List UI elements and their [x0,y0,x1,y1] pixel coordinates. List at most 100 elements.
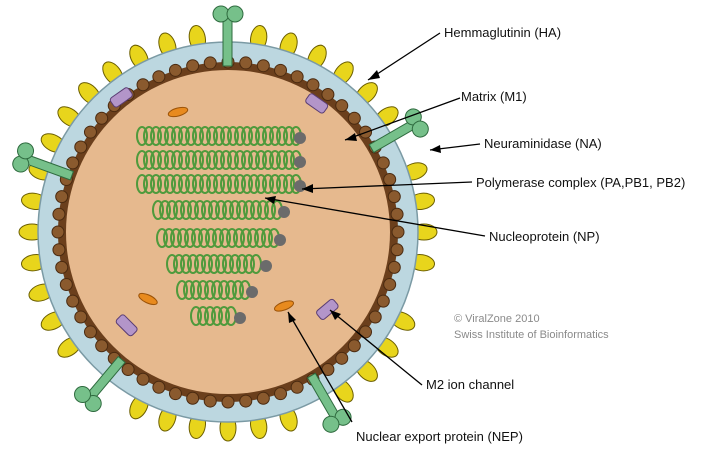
nep-bottom-right [274,300,294,312]
polymerase-complex [294,180,306,192]
matrix-bead [136,372,150,386]
na-spike-right [368,108,429,154]
arrowhead-m2 [330,310,341,320]
matrix-bead [152,70,166,84]
matrix-bead [239,56,253,70]
label-polymerase-complex: Polymerase complex (PA,PB1, PB2) [476,175,685,190]
matrix-bead [203,56,217,70]
matrix-bead [203,394,217,408]
matrix-bead [186,391,200,405]
matrix-bead [121,363,135,377]
na-spike-left [12,142,75,181]
matrix-bead [59,278,73,292]
matrix-bead [256,391,270,405]
matrix-bead [136,78,150,92]
rnp-segment [166,254,272,274]
leader-pol [301,181,473,190]
matrix-bead [74,310,88,324]
neuraminidase-spikes [12,5,429,433]
matrix-bead [376,156,390,170]
label-hemagglutinin: Hemmaglutinin (HA) [444,25,561,40]
matrix-bead [368,310,382,324]
matrix-bead [66,294,80,308]
matrix-bead [387,190,401,204]
matrix-bead [335,351,349,365]
rnp-segment [156,228,286,248]
ribonucleoprotein-segments [136,126,306,326]
arrowhead-pol [302,184,313,193]
rnp-segment [136,174,306,194]
m2-ion-channels [109,87,339,337]
matrix-bead [390,207,404,221]
matrix-bead [347,339,361,353]
matrix-bead [383,278,397,292]
arrowhead-nep [288,312,296,323]
polymerase-complex [246,286,258,298]
matrix-bead [306,78,320,92]
polymerase-complex [274,234,286,246]
matrix-bead [52,207,66,221]
matrix-bead [290,380,304,394]
label-nuclear-export-protein: Nuclear export protein (NEP) [356,429,523,444]
nuclear-export-proteins [138,106,294,312]
matrix-bead [239,394,253,408]
arrowhead-ha [368,70,380,80]
rnp-segment [136,150,306,170]
m2-channel-bottom-left [115,314,138,337]
leader-ha [367,32,441,81]
arrowhead-na [430,145,441,153]
nep-top [167,106,189,118]
matrix-bead [256,59,270,73]
label-neuraminidase: Neuraminidase (NA) [484,136,602,151]
matrix-bead [168,63,182,77]
matrix-bead [383,172,397,186]
matrix-bead [55,190,69,204]
leader-m1 [344,97,461,141]
label-m2-ion-channel: M2 ion channel [426,377,514,392]
na-spike-top [212,5,244,67]
matrix-bead [376,294,390,308]
leader-nep [287,311,353,423]
polymerase-complex [234,312,246,324]
m2-channel-bottom-right [316,298,339,320]
leader-np [264,197,486,237]
arrowhead-m1 [345,133,357,141]
matrix-bead [391,225,405,239]
matrix-bead [66,156,80,170]
leader-arrowheads [265,70,441,323]
matrix-bead [83,325,97,339]
matrix-bead [321,87,335,101]
matrix-bead [274,63,288,77]
leader-m2 [329,309,423,386]
matrix-bead [390,243,404,257]
m2-channel-top-left [109,87,133,108]
label-nucleoprotein: Nucleoprotein (NP) [489,229,600,244]
rnp-segment [176,280,258,300]
matrix-bead [95,339,109,353]
nep-bottom-left [138,292,158,306]
annotation-labels: Hemmaglutinin (HA) Matrix (M1) Neuramini… [356,25,685,444]
matrix-bead [74,140,88,154]
matrix-bead [95,111,109,125]
polymerase-complex [294,132,306,144]
matrix-bead [290,70,304,84]
rnp-segment [190,306,246,326]
polymerase-complex [294,156,306,168]
matrix-bead [152,380,166,394]
matrix-bead [51,225,65,239]
rnp-segment [152,200,290,220]
rnp-segment [136,126,306,146]
polymerase-complex [260,260,272,272]
credit: © ViralZone 2010 Swiss Institute of Bioi… [454,313,609,341]
na-spike-bottom-left [74,355,126,412]
matrix-bead [186,59,200,73]
arrowhead-np [265,196,276,204]
leader-lines [264,32,486,423]
polymerase-complex [278,206,290,218]
m2-channel-top-right [305,93,329,114]
credit-viralzone: © ViralZone 2010 [454,313,540,325]
matrix-bead [347,111,361,125]
matrix-bead [221,395,235,409]
